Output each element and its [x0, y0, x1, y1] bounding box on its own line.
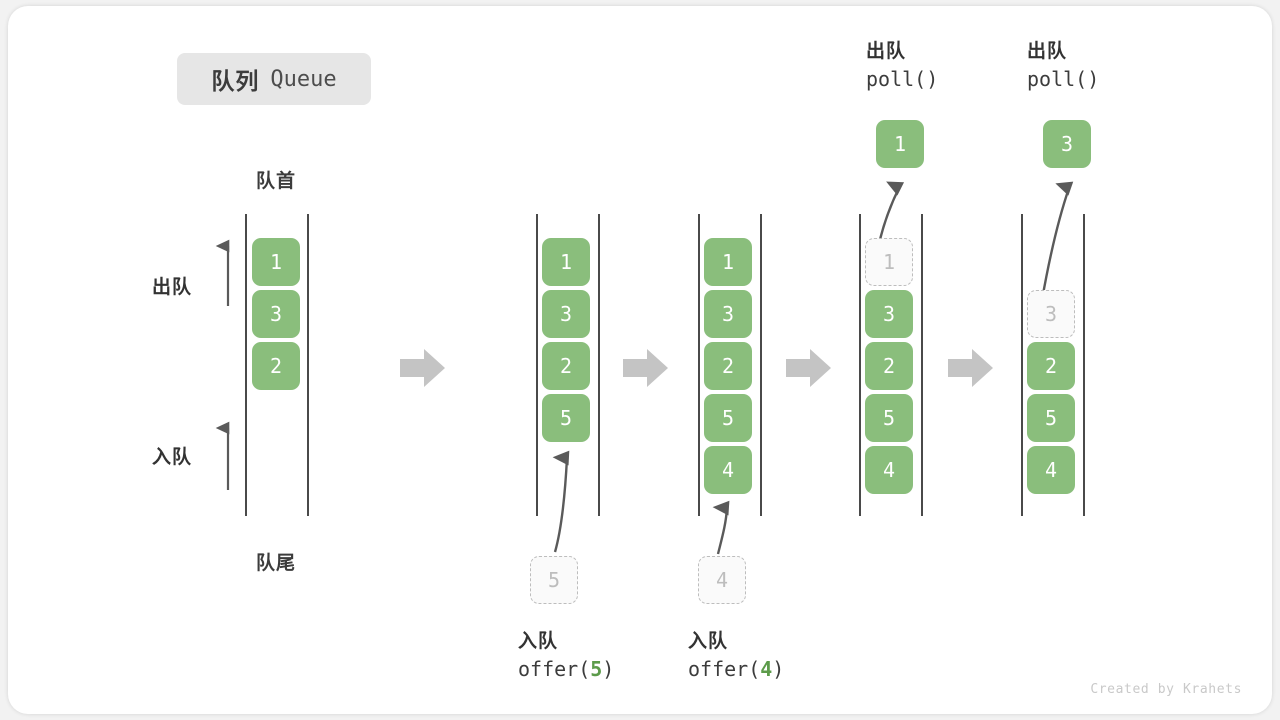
transition-arrow-icon: [400, 349, 445, 387]
rail-right-col3: [760, 214, 762, 516]
operation-name-cn: 出队: [1027, 41, 1068, 62]
diagram-card: 队列 Queue 队首 队尾 出队 入队 1 3 2 1 3 2 5 5: [8, 6, 1272, 714]
queue-tail-label: 队尾: [255, 553, 296, 574]
cell: 3: [252, 290, 300, 338]
operation-label-offer4: 入队 offer(4): [688, 626, 784, 681]
rail-right-col1: [307, 214, 309, 516]
cell: 1: [704, 238, 752, 286]
popped-cell-poll1: 1: [876, 120, 924, 168]
rail-left-col3: [698, 214, 700, 516]
operation-label-poll1: 出队 poll(): [866, 36, 938, 91]
transition-arrow-icon: [948, 349, 993, 387]
enqueue-arrow-offer4: [712, 500, 730, 555]
cell: 5: [542, 394, 590, 442]
dequeue-arrow-poll3: [1040, 181, 1074, 301]
ghost-cell-poll1: 1: [865, 238, 913, 286]
cell: 3: [865, 290, 913, 338]
cell: 4: [865, 446, 913, 494]
ghost-cell-offer5: 5: [530, 556, 578, 604]
rail-left-col5: [1021, 214, 1023, 516]
rail-right-col5: [1083, 214, 1085, 516]
cell: 2: [1027, 342, 1075, 390]
queue-head-label: 队首: [255, 171, 296, 192]
operation-name-cn: 出队: [866, 41, 907, 62]
cell: 4: [1027, 446, 1075, 494]
transition-arrow-icon: [623, 349, 668, 387]
ghost-cell-offer4: 4: [698, 556, 746, 604]
cell: 3: [704, 290, 752, 338]
operation-arg: 5: [590, 657, 603, 681]
rail-right-col4: [921, 214, 923, 516]
operation-name-cn: 入队: [688, 631, 729, 652]
dequeue-side-label: 出队: [152, 277, 193, 298]
title-english: Queue: [270, 66, 337, 92]
title-badge: 队列 Queue: [177, 53, 371, 105]
operation-arg: 4: [760, 657, 773, 681]
enqueue-arrow-offer5: [552, 450, 570, 553]
cell: 1: [252, 238, 300, 286]
enqueue-direction-arrow: [215, 421, 230, 490]
cell: 2: [542, 342, 590, 390]
operation-code: poll(): [866, 67, 939, 91]
cell: 4: [704, 446, 752, 494]
cell: 3: [542, 290, 590, 338]
operation-label-poll3: 出队 poll(): [1027, 36, 1099, 91]
transition-arrow-icon: [786, 349, 831, 387]
cell: 2: [865, 342, 913, 390]
cell: 1: [542, 238, 590, 286]
rail-left-col2: [536, 214, 538, 516]
cell: 5: [1027, 394, 1075, 442]
cell: 5: [704, 394, 752, 442]
rail-left-col1: [245, 214, 247, 516]
title-chinese: 队列: [211, 68, 260, 94]
operation-name-cn: 入队: [518, 631, 559, 652]
operation-label-offer5: 入队 offer(5): [518, 626, 614, 681]
credit-text: Created by Krahets: [1090, 682, 1242, 697]
popped-cell-poll3: 3: [1043, 120, 1091, 168]
enqueue-side-label: 入队: [152, 447, 193, 468]
dequeue-direction-arrow: [215, 239, 230, 306]
rail-right-col2: [598, 214, 600, 516]
operation-code: offer(5): [518, 657, 615, 681]
operation-code: poll(): [1027, 67, 1100, 91]
operation-code: offer(4): [688, 657, 785, 681]
cell: 2: [252, 342, 300, 390]
rail-left-col4: [859, 214, 861, 516]
ghost-cell-poll3: 3: [1027, 290, 1075, 338]
cell: 2: [704, 342, 752, 390]
cell: 5: [865, 394, 913, 442]
